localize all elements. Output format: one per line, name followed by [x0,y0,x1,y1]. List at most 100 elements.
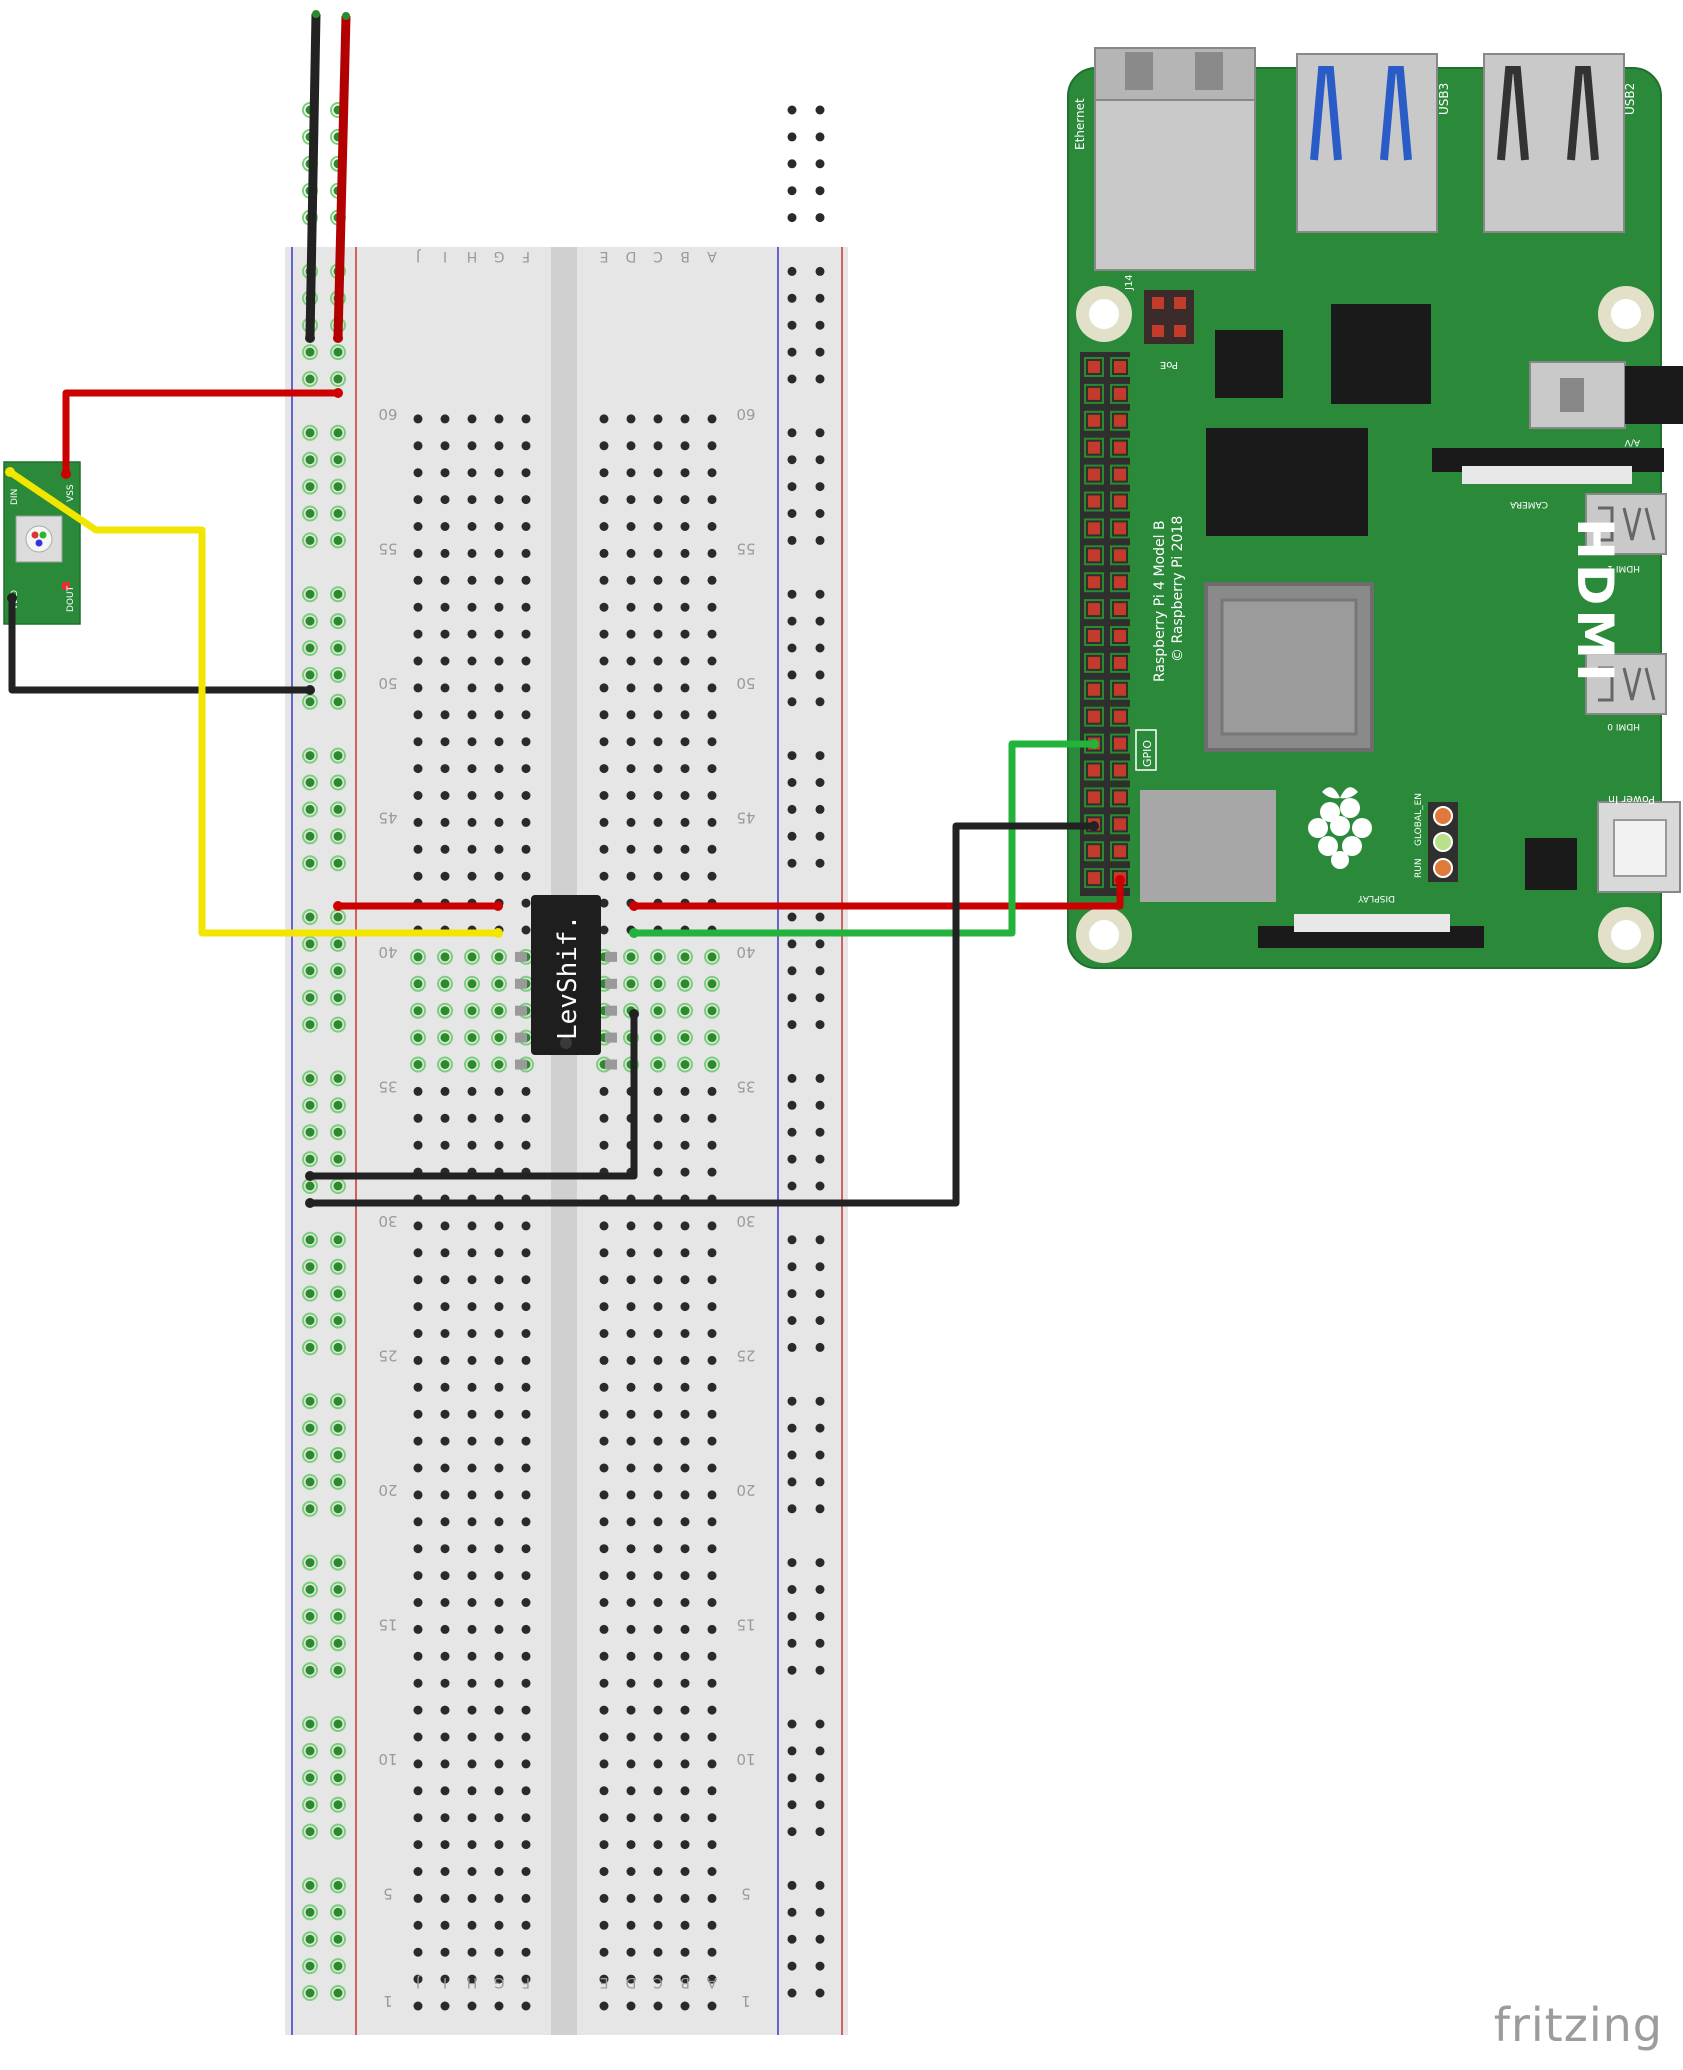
breadboard-hole [599,1355,609,1365]
breadboard-hole [653,522,663,531]
rail-hole [787,643,797,653]
breadboard-hole [680,1786,690,1796]
breadboard-hole [494,1490,504,1500]
pi-soc-inner [1220,598,1358,736]
breadboard-hole [599,1409,609,1419]
rail-hole [787,1611,797,1621]
wire-endpoint [629,928,639,938]
breadboard-hole [413,1893,423,1903]
breadboard-hole [467,1732,477,1742]
breadboard-hole [467,1893,477,1903]
breadboard-hole [707,1302,717,1312]
led-module: DIN VSS VDD DOUT [3,461,81,625]
rail-hole [815,266,825,276]
breadboard-hole [626,1947,636,1957]
breadboard-hole [599,575,609,585]
run-label: RUN [1414,858,1424,878]
rail-hole-highlight [302,747,318,764]
breadboard-hole [599,791,609,800]
breadboard-hole [626,602,636,612]
breadboard-hole [413,1086,423,1096]
gpio-pin [1114,764,1126,777]
usb3-label: USB3 [1437,83,1451,115]
breadboard-hole [680,468,690,478]
breadboard-row-label: 30 [378,1212,397,1230]
breadboard-hole-highlight [677,1029,693,1046]
rail-hole-highlight [330,1742,346,1759]
breadboard-hole [440,791,450,800]
breadboard-hole [494,1705,504,1715]
breadboard-hole [599,441,609,451]
rail-hole [815,320,825,330]
breadboard-hole [413,1302,423,1312]
rail-hole [305,1262,315,1272]
power-port-inner [1613,819,1667,877]
breadboard-hole [653,1867,663,1876]
breadboard-hole [599,1678,609,1688]
breadboard-hole [680,1248,690,1258]
breadboard-hole [494,979,504,989]
rail-hole [815,347,825,357]
gpio-pin-ring [1110,814,1130,835]
rail-hole [305,1934,315,1944]
gpio-pin-ring [1084,357,1104,377]
breadboard-hole [680,1382,690,1392]
rail-hole [333,1504,343,1514]
breadboard-hole [467,495,477,505]
breadboard-hole [440,522,450,531]
rail-hole-highlight [302,1124,318,1141]
rail-hole-highlight [330,828,346,845]
rail-hole-highlight [302,371,318,387]
gpio-pin-ring [1110,410,1130,431]
gpio-pin [1114,603,1126,616]
breadboard-hole [707,1355,717,1365]
breadboard-hole [599,2001,609,2011]
breadboard-hole [494,575,504,585]
breadboard-hole [413,656,423,666]
rail-hole-highlight [330,1124,346,1141]
rail-hole [305,697,315,707]
breadboard-hole [413,495,423,505]
breadboard-hole [413,1759,423,1769]
chip-pin [605,1005,617,1016]
rail-hole [787,1396,797,1406]
breadboard-hole [707,1624,717,1634]
breadboard-hole [680,602,690,612]
rail-hole [787,1342,797,1352]
breadboard-hole [467,1624,477,1634]
rail-hole-highlight [302,1285,318,1302]
breadboard-hole [653,1275,663,1285]
rail-hole-highlight [302,532,318,549]
breadboard-hole [521,1544,531,1554]
breadboard-hole [440,602,450,612]
rail-hole-highlight [330,1070,346,1087]
rail-hole [305,1611,315,1621]
breadboard-column-label: J [416,248,421,264]
breadboard-column-label: A [707,1974,717,1990]
gpio-pin-ring [1110,787,1130,808]
rail-hole [815,1423,825,1433]
breadboard-hole [494,844,504,854]
camera-connector-slot [1462,466,1632,484]
rail-hole [815,751,825,761]
breadboard-hole [494,1624,504,1634]
rail-hole [333,1719,343,1729]
rail-hole [815,455,825,465]
rail-hole-highlight [302,1958,318,1975]
rail-hole [815,159,825,169]
breadboard-hole [440,1947,450,1957]
rail-hole [333,1800,343,1810]
breadboard-hole [440,1517,450,1527]
breadboard-hole [599,1544,609,1554]
breadboard-hole [467,1813,477,1823]
gpio-pin [1088,683,1100,696]
breadboard-hole [440,1571,450,1581]
breadboard-hole [467,522,477,531]
led-pin-din-label: DIN [10,489,20,505]
rail-hole [815,428,825,438]
breadboard-hole [680,1463,690,1473]
rail-hole [787,831,797,841]
breadboard-hole [440,1113,450,1123]
breadboard-hole [440,1221,450,1231]
